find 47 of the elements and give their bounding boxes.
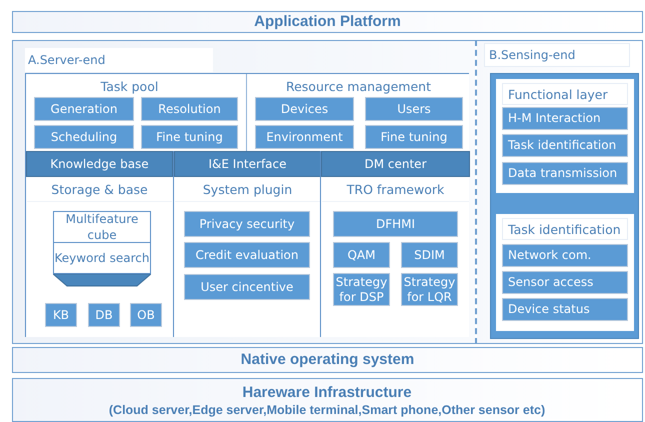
section-panel <box>475 40 643 344</box>
column-panel <box>26 151 173 337</box>
group-heading: Functional layer <box>502 83 628 105</box>
layer-panel <box>12 378 643 422</box>
column-header: I&E Interface <box>174 151 321 177</box>
layer-band: Native operating system <box>12 347 643 373</box>
module-box: DFHMI <box>333 211 458 237</box>
group-panel <box>496 214 634 331</box>
module-box: Generation <box>34 97 134 121</box>
module-box: Credit evaluation <box>184 242 310 268</box>
stack-layer: Multifeature cube <box>53 211 151 243</box>
module-box: Task identification <box>502 134 628 157</box>
module-box: Fine tuning <box>365 125 463 149</box>
module-box: Devices <box>255 97 354 121</box>
column-panel <box>320 151 469 337</box>
module-box: Sensor access <box>502 271 628 294</box>
section-panel <box>12 40 475 344</box>
module-box: Strategy for DSP <box>333 273 390 306</box>
stack-layer: Keyword search <box>53 242 151 274</box>
module-box: Data transmission <box>502 162 628 185</box>
module-box: User cincentive <box>184 274 310 300</box>
module-box: Fine tuning <box>141 125 238 149</box>
group-panel <box>246 74 469 151</box>
module-box: Resolution <box>141 97 238 121</box>
layer-band: Application Platform <box>12 11 643 33</box>
module-box: Scheduling <box>34 125 134 149</box>
section-heading: A.Server-end <box>25 48 213 72</box>
module-box: OB <box>130 303 162 327</box>
module-box: Strategy for LQR <box>401 273 458 306</box>
module-box: QAM <box>333 242 390 268</box>
module-box: Device status <box>502 298 628 321</box>
module-box: H-M Interaction <box>502 107 628 130</box>
layer-title: Hareware Infrastructure <box>241 383 413 402</box>
module-box: KB <box>45 303 77 327</box>
column-panel <box>173 151 320 337</box>
column-header: DM center <box>321 151 470 177</box>
layer-subtitle: (Cloud server,Edge server,Mobile terminal,Smart phone,Other sensor etc) <box>108 402 546 419</box>
module-box: DB <box>88 303 120 327</box>
group-panel <box>496 79 634 193</box>
group-heading: Task identification <box>502 218 628 240</box>
module-box: Users <box>365 97 463 121</box>
module-box: SDIM <box>401 242 458 268</box>
section-heading: B.Sensing-end <box>484 43 630 67</box>
module-box: Environment <box>255 125 354 149</box>
module-box: Privacy security <box>184 211 310 237</box>
module-box: Network com. <box>502 244 628 267</box>
column-header: Knowledge base <box>26 151 173 177</box>
